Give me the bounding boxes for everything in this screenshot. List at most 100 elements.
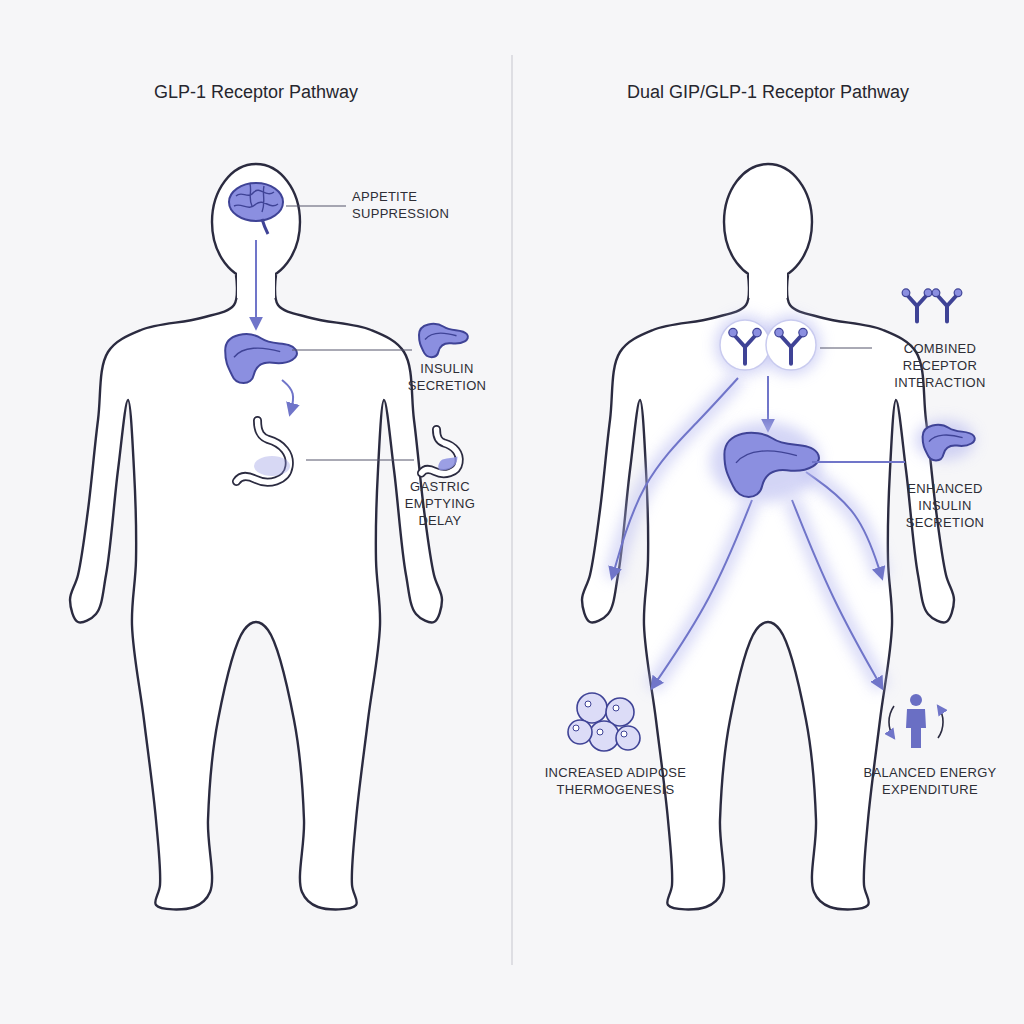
receptor-circle [766,320,816,370]
leader-line [306,460,414,461]
pancreas-icon [419,324,468,357]
callout-label-box: BALANCED ENERGY EXPENDITURE [855,764,1005,798]
leader-line [292,350,412,351]
arrow-glow [760,376,776,430]
fat-cell [568,720,592,744]
stomach-organ [237,421,290,483]
pancreas-organ [724,433,819,497]
receptor-arms [780,335,802,364]
flow-arrow [255,240,257,328]
cycle-arrow [938,706,943,738]
person-body [906,709,926,748]
pancreas-duct [736,451,797,463]
body-outline [582,164,954,909]
callout-label: INCREASED ADIPOSE THERMOGENESIS [528,764,703,798]
receptor-tip [954,289,962,297]
receptor-tip [932,289,940,297]
receptor-arms [937,295,957,321]
stomach-icon [422,430,460,474]
callout-label-box: INCREASED ADIPOSE THERMOGENESIS [528,764,703,798]
stomach-wall [422,430,460,474]
pancreas-shape [724,433,819,497]
brain-folds [234,184,278,212]
neck-fill [749,268,787,298]
callout-label-box: ENHANCED INSULIN SECRETION [895,480,995,531]
receptor-tip [799,328,807,336]
receptor-icon [902,289,962,321]
callout-label: GASTRIC EMPTYING DELAY [395,478,485,529]
cycle-arrow [889,706,894,738]
fat-cell-nucleus [573,725,579,731]
arrow-glow [652,500,752,688]
fat-cell [616,726,640,750]
flow-arrow [767,376,769,430]
fat-cell [589,721,619,751]
person-head [910,694,922,706]
brain-icon [229,183,283,234]
body-silhouette [582,275,954,909]
pancreas-duct [425,333,457,339]
flow-arrow [652,500,752,688]
energy-person-icon [889,694,943,748]
receptor-arms [734,335,756,364]
panel-divider [511,55,512,965]
head-outline [724,164,812,280]
pancreas-glow [710,422,820,502]
receptor-tip [775,328,783,336]
receptor-tip [924,289,932,297]
leader-line [286,206,346,207]
callout-label-box: GASTRIC EMPTYING DELAY [395,478,485,529]
callout-label: COMBINED RECEPTOR INTERACTION [880,340,1000,391]
callout-label: APPETITE SUPPRESSION [352,188,482,222]
fat-cell-nucleus [585,701,591,707]
pancreas-shape [419,324,468,357]
pancreas-organ [225,334,297,383]
flow-arrow [282,380,293,414]
receptor-symbol [775,328,807,363]
stomach-contents [438,457,457,471]
callout-label: ENHANCED INSULIN SECRETION [895,480,995,531]
panel-heading: Dual GIP/GLP-1 Receptor Pathway [512,82,1024,103]
arrow-glow [792,500,882,688]
stomach-inner [237,421,290,483]
stomach-wall [237,421,290,483]
fat-cell [577,693,607,723]
callout-label-box: COMBINED RECEPTOR INTERACTION [880,340,1000,391]
brain-shape [229,183,283,221]
receptor-tip [753,328,761,336]
callout-label: INSULIN SECRETION [397,360,497,394]
pancreas-duct [234,348,280,357]
pancreas-icon-glow [915,420,975,460]
pancreas-shape [923,425,975,460]
receptor-glow [761,315,821,375]
body-silhouette [70,275,442,909]
fat-cell-nucleus [613,705,619,711]
receptor-circle [720,320,770,370]
fat-cell-nucleus [621,731,627,737]
adipose-cells-icon [568,693,640,751]
callout-label-box: APPETITE SUPPRESSION [352,188,482,222]
stomach-tint [254,456,290,476]
receptor-symbol [932,289,962,321]
pancreas-shape [225,334,297,383]
panel-heading: GLP-1 Receptor Pathway [0,82,512,103]
body-outline [70,164,442,909]
receptor-symbol [729,328,761,363]
flow-arrow [792,500,882,688]
panel-region: GLP-1 Receptor Pathway [0,0,512,1024]
stomach-inner [422,430,460,474]
receptor-tip [902,289,910,297]
receptor-symbol [902,289,932,321]
callout-label-box: INSULIN SECRETION [397,360,497,394]
pancreas-duct [929,435,963,442]
brain-stem [262,219,268,234]
pancreas-icon [923,425,975,460]
leader-line [820,348,872,349]
fat-cell-nucleus [597,729,603,735]
receptor-tip [729,328,737,336]
callout-label: BALANCED ENERGY EXPENDITURE [855,764,1005,798]
